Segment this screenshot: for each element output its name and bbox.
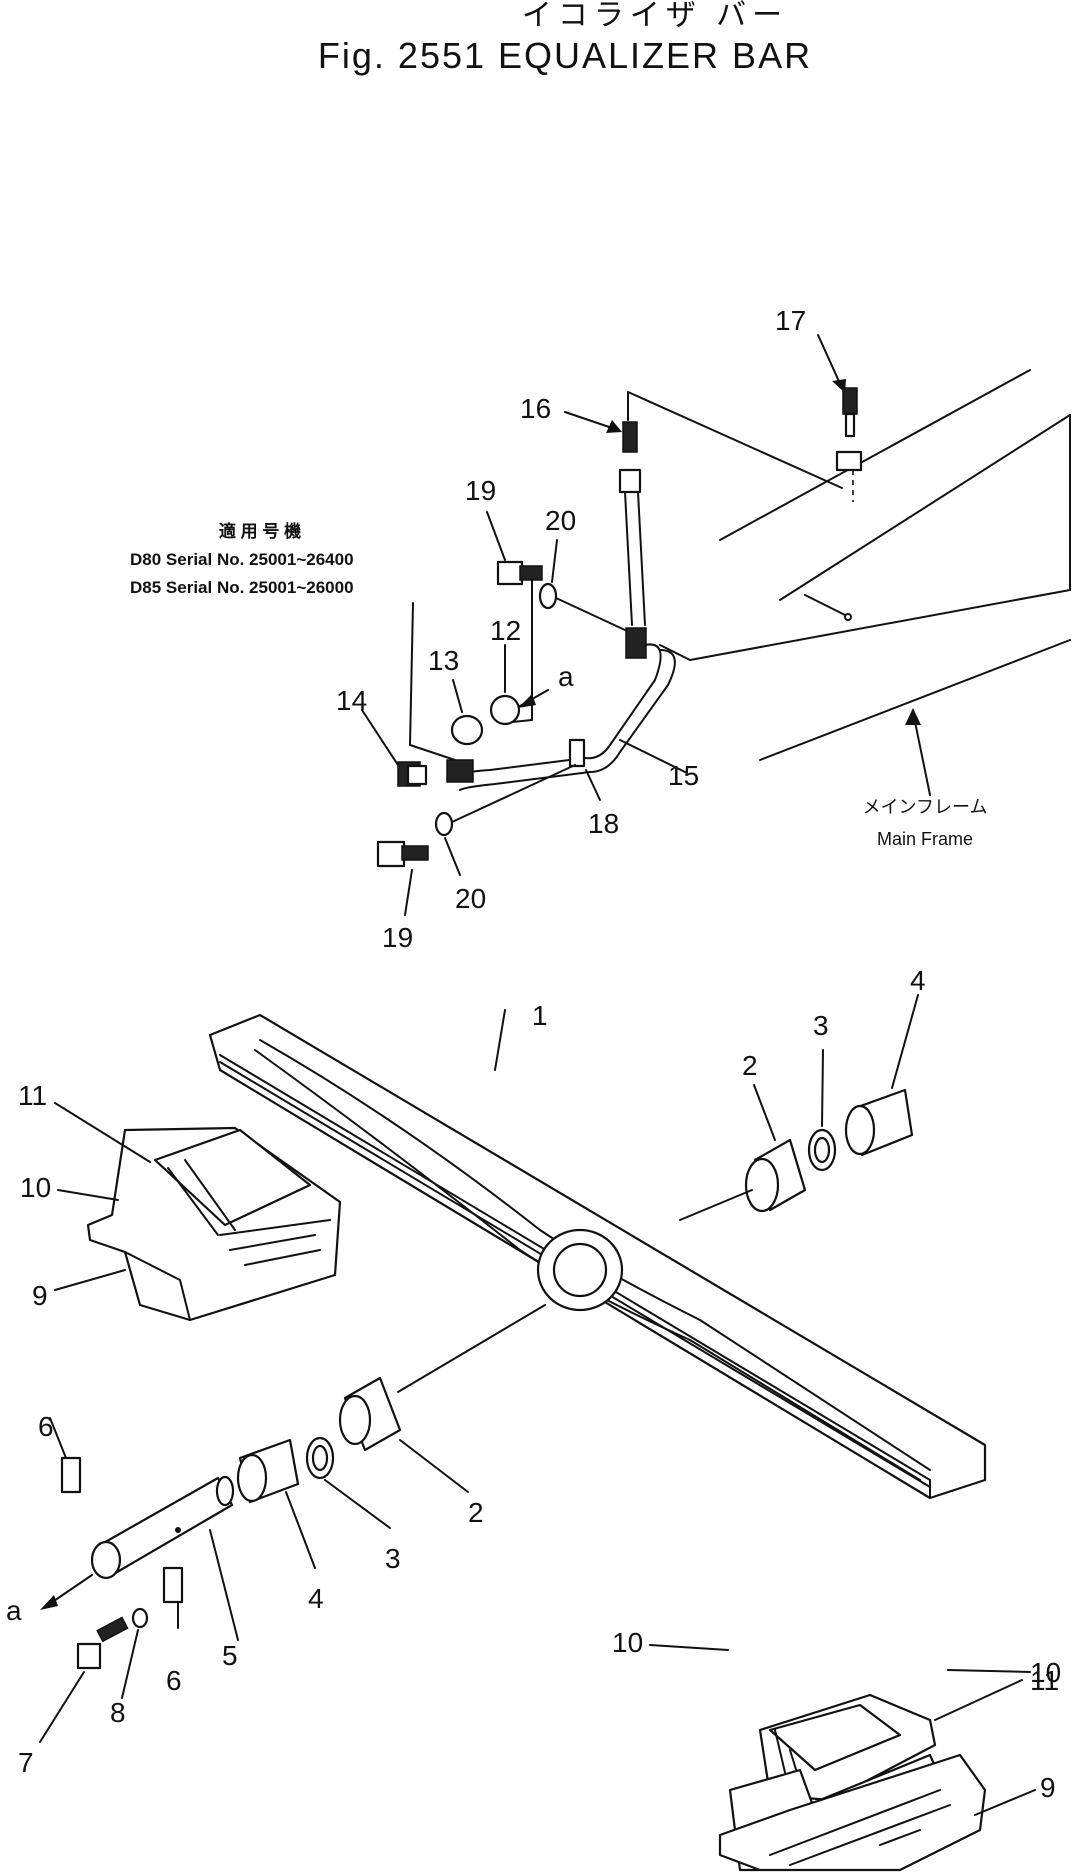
fitting-16 — [618, 421, 642, 494]
seal-3-right — [807, 1128, 837, 1172]
callout-1: 1 — [532, 1000, 548, 1031]
bolt-19-upper — [496, 560, 543, 586]
serial-note-line2: D85 Serial No. 25001~26000 — [130, 578, 354, 597]
callout-4-left: 4 — [308, 1583, 324, 1614]
plate-6-upper — [60, 1456, 82, 1494]
callout-9-left: 9 — [32, 1280, 48, 1311]
cap-assembly-left — [86, 1126, 342, 1322]
callout-6-upper: 6 — [38, 1411, 54, 1442]
callout-3-right: 3 — [813, 1010, 829, 1041]
callout-13: 13 — [428, 645, 459, 676]
serial-note-jp: 適 用 号 機 — [219, 521, 301, 541]
label-a-upper: a — [558, 661, 574, 692]
title-english: Fig. 2551 EQUALIZER BAR — [318, 35, 812, 76]
elbow-13 — [446, 714, 484, 783]
equalizer-bar-1 — [208, 1013, 987, 1500]
nut-12 — [489, 694, 521, 726]
callout-14: 14 — [336, 685, 367, 716]
washer-20-upper — [538, 582, 558, 610]
bushing-2-left — [338, 1376, 402, 1452]
main-frame — [659, 369, 1071, 761]
bolt-7 — [76, 1616, 129, 1670]
cap-assembly-right — [718, 1693, 987, 1872]
callout-20-upper: 20 — [545, 505, 576, 536]
callout-19-upper: 19 — [465, 475, 496, 506]
plate-6-lower — [162, 1566, 184, 1604]
callout-15: 15 — [668, 760, 699, 791]
main-frame-label-en: Main Frame — [877, 829, 973, 849]
bushing-2-right — [744, 1138, 807, 1213]
callout-18: 18 — [588, 808, 619, 839]
callout-17: 17 — [775, 305, 806, 336]
grease-fitting-17 — [835, 387, 863, 472]
callout-8: 8 — [110, 1697, 126, 1728]
callout-11-right: 11 — [1030, 1665, 1059, 1696]
callout-6-lower: 6 — [166, 1665, 182, 1696]
label-a-lower: a — [6, 1595, 22, 1626]
collar-4-right — [844, 1088, 914, 1157]
bolt-19-lower — [376, 840, 429, 868]
callout-10-left: 10 — [20, 1172, 51, 1203]
callout-9-right: 9 — [1040, 1772, 1056, 1803]
washer-20-lower — [434, 811, 454, 837]
title-japanese: イコライザ バー — [522, 0, 788, 32]
callout-11-left: 11 — [18, 1080, 47, 1111]
callout-19-lower: 19 — [382, 922, 413, 953]
callout-4-right: 4 — [910, 965, 926, 996]
lube-tube-15 — [454, 491, 676, 791]
seal-3-left — [305, 1436, 335, 1480]
collar-4-left — [236, 1438, 300, 1504]
pin-5 — [90, 1475, 235, 1580]
callout-12: 12 — [490, 615, 521, 646]
callout-7: 7 — [18, 1747, 34, 1778]
callout-2-left: 2 — [468, 1497, 484, 1528]
callout-2-right: 2 — [742, 1050, 758, 1081]
main-frame-label-jp: メインフレーム — [863, 797, 988, 817]
callout-16: 16 — [520, 393, 551, 424]
serial-note-line1: D80 Serial No. 25001~26400 — [130, 550, 354, 569]
callout-3-left: 3 — [385, 1543, 401, 1574]
callout-5: 5 — [222, 1640, 238, 1671]
callout-10-right-b: 10 — [1030, 1657, 1061, 1688]
callout-20-lower: 20 — [455, 883, 486, 914]
connector-14 — [397, 761, 428, 787]
washer-8 — [131, 1607, 149, 1629]
callout-10-right-a: 10 — [612, 1627, 643, 1658]
